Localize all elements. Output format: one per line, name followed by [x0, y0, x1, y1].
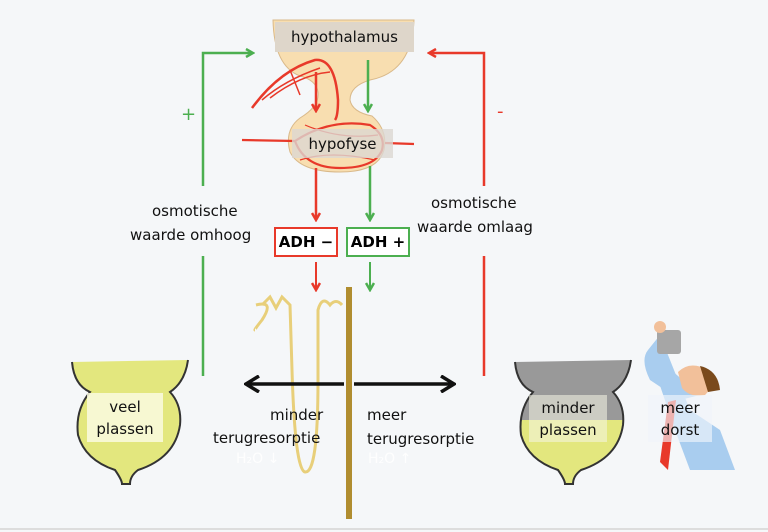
less-resorption-line1: minder	[270, 406, 324, 424]
minder-plassen-line1: minder	[541, 398, 595, 417]
hypothalamus-label: hypothalamus	[275, 22, 414, 52]
collecting-duct	[346, 287, 352, 519]
minder-plassen-line2: plassen	[539, 420, 597, 439]
adh-increase-box: ADH +	[346, 227, 410, 257]
plus-sign: +	[181, 104, 197, 125]
drinking-man-illustration	[644, 321, 735, 470]
veel-plassen-label: veel plassen	[87, 393, 163, 442]
more-resorption-line1: meer	[367, 406, 407, 424]
osmotic-up-line2: waarde omhoog	[130, 226, 252, 244]
adh-decrease-box: ADH −	[274, 227, 338, 257]
meer-dorst-line2: dorst	[660, 420, 700, 439]
more-resorption-line2: terugresorptie	[367, 430, 475, 448]
meer-dorst-label: meer dorst	[648, 395, 712, 442]
veel-plassen-line1: veel	[109, 397, 141, 416]
osmotic-down-line2: waarde omlaag	[417, 218, 533, 236]
hypofyse-label: hypofyse	[292, 129, 393, 158]
minus-sign: -	[497, 101, 504, 122]
osmotic-up-line1: osmotische	[152, 202, 238, 220]
h2o-up-label: H₂O ↑	[368, 451, 412, 467]
less-resorption-line2: terugresorptie	[213, 429, 321, 447]
meer-dorst-line1: meer	[660, 398, 700, 417]
h2o-down-label: H₂O ↓	[236, 451, 280, 467]
veel-plassen-line2: plassen	[96, 419, 154, 438]
minder-plassen-label: minder plassen	[529, 395, 607, 442]
osmotic-down-line1: osmotische	[431, 194, 517, 212]
